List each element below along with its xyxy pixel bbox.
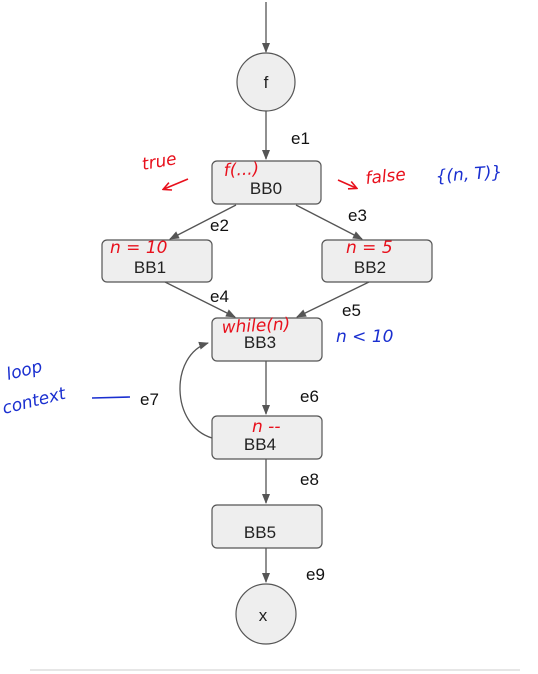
node-bb3[interactable] [211, 317, 323, 362]
nodes: f BB0 BB1 BB2 BB3 BB4 BB5 x [101, 52, 433, 645]
annotation-false-branch: false [364, 165, 406, 189]
edge-e3 [295, 204, 363, 240]
edge-label-e2: e2 [210, 216, 229, 235]
red-arrow-true-icon [164, 178, 189, 189]
node-bb4-label: BB4 [244, 435, 276, 454]
node-f[interactable] [236, 52, 296, 112]
edge-label-e4: e4 [210, 287, 229, 306]
node-bb2-label: BB2 [354, 258, 386, 277]
node-bb5-label: BB5 [244, 523, 276, 542]
edge-label-e7: e7 [140, 390, 159, 409]
annotation-true-branch: true [140, 149, 178, 175]
red-annotations: f(...) true false n = 10 n = 5 while(n) … [110, 149, 407, 437]
node-bb3-label: BB3 [244, 333, 276, 352]
annotation-bb0-condition: f(...) [223, 159, 259, 181]
edge-label-e1: e1 [291, 129, 310, 148]
node-bb0-label: BB0 [250, 179, 282, 198]
edge-label-e5: e5 [342, 301, 361, 320]
edge-label-e6: e6 [300, 387, 319, 406]
node-bb4[interactable] [211, 415, 323, 460]
annotation-false-fact: {(n, T)} [435, 162, 503, 187]
node-f-label: f [264, 73, 269, 92]
node-x-label: x [259, 606, 268, 625]
edge-label-e3: e3 [348, 206, 367, 225]
annotation-e5-fact: n < 10 [336, 327, 393, 347]
node-bb1[interactable] [101, 239, 213, 283]
edges [164, 111, 370, 583]
edge-e4 [164, 281, 236, 318]
red-arrow-false-icon [337, 179, 356, 188]
annotation-bb1-assign: n = 10 [110, 238, 167, 258]
footer-divider [30, 669, 520, 671]
annotation-bb3-condition: while(n) [221, 314, 291, 338]
annotation-loop-line1: loop [4, 357, 44, 385]
edge-label-e8: e8 [300, 470, 319, 489]
edge-e5 [296, 281, 370, 318]
edge-e2 [169, 204, 237, 240]
edge-e7 [179, 341, 213, 439]
node-x[interactable] [235, 583, 297, 645]
annotation-bb4-statement: n -- [252, 417, 280, 437]
node-bb5[interactable] [211, 504, 323, 549]
node-bb2[interactable] [321, 239, 433, 283]
edge-label-e9: e9 [306, 565, 325, 584]
node-bb1-label: BB1 [134, 258, 166, 277]
annotation-loop-line2: context [0, 384, 69, 419]
node-bb0[interactable] [211, 160, 322, 205]
annotation-bb2-assign: n = 5 [346, 238, 393, 258]
blue-dash-mark [91, 396, 131, 399]
edge-labels: e1 e2 e3 e4 e5 e6 e7 e8 e9 [140, 129, 367, 584]
